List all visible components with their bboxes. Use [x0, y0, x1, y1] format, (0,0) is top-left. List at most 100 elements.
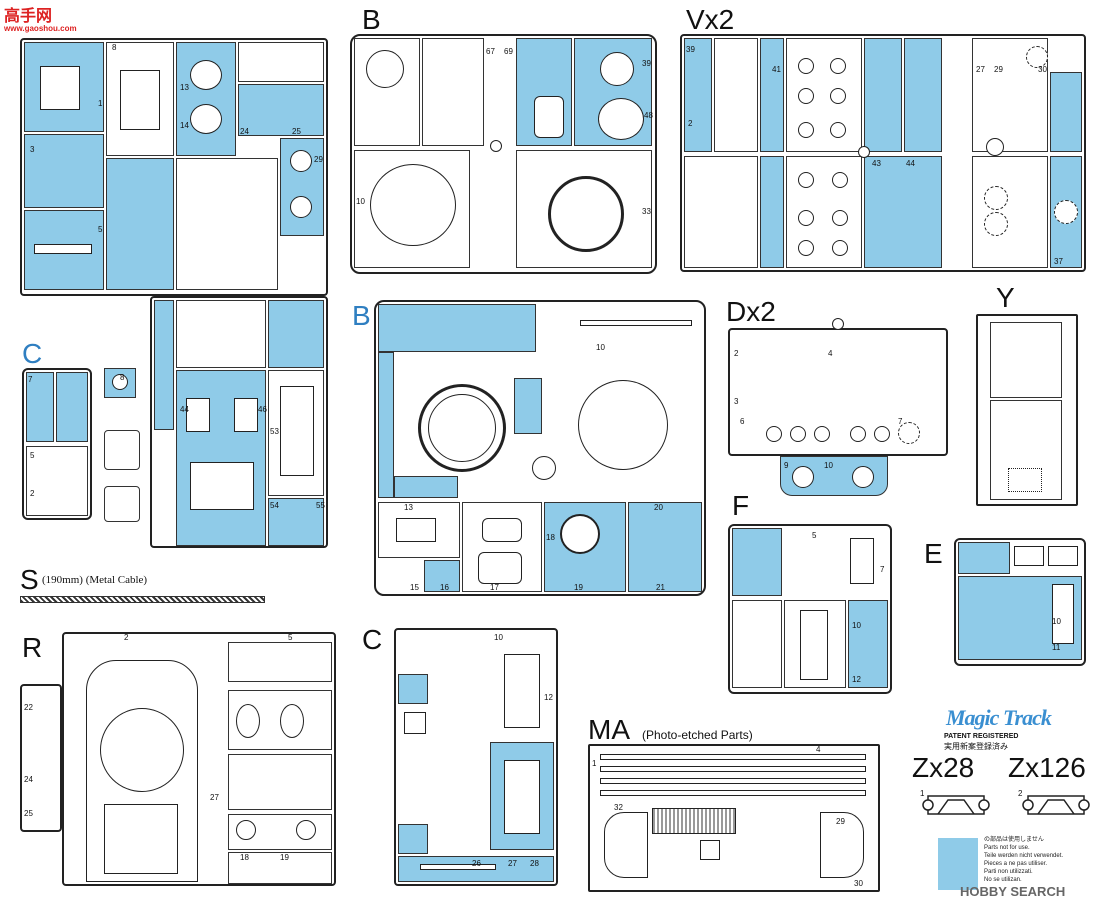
road-wheel — [798, 122, 814, 138]
commander-hatch — [560, 514, 600, 554]
sprue-vx2-cell — [684, 38, 712, 152]
sprue-a-part — [290, 150, 312, 172]
turret-ring-part — [600, 52, 634, 86]
turret-ring-part — [548, 176, 624, 252]
sprue-a-cell — [176, 42, 236, 156]
part-number: 5 — [812, 531, 817, 540]
ma-part — [700, 840, 720, 860]
sprue-vx2-cell — [786, 156, 862, 268]
part-number: 27 — [210, 793, 219, 802]
part-number: 30 — [1038, 65, 1047, 74]
sprue-a-part — [34, 244, 92, 254]
sprue-r-cell — [228, 754, 332, 810]
sprue-c-part — [112, 374, 128, 390]
sprue-vx2-cell — [904, 38, 942, 152]
road-wheel — [832, 210, 848, 226]
part-number: 8 — [120, 373, 125, 382]
sprue-e-part — [1048, 546, 1078, 566]
sprue-vx2-cell — [972, 156, 1048, 268]
sprue-b-mid-part — [396, 518, 436, 542]
legend-line: Pieces a ne pas utiliser. — [984, 861, 1048, 867]
legend-line: Parti non utilizzati. — [984, 869, 1033, 875]
sprue-vx2-cell — [760, 156, 784, 268]
part-number: 29 — [836, 817, 845, 826]
part-number: 24 — [24, 775, 33, 784]
sprue-hub — [532, 456, 556, 480]
sprue-f-part — [850, 538, 874, 584]
part-number: 55 — [316, 501, 325, 510]
sprue-b-mid-part — [482, 518, 522, 542]
sprue-label-ma: MA — [588, 714, 630, 745]
part-number: 3 — [30, 145, 35, 154]
turret-ring-part — [428, 394, 496, 462]
part-number: 13 — [404, 503, 413, 512]
idler-wheel — [852, 466, 874, 488]
sprue-f-cell — [848, 600, 888, 688]
road-wheel — [874, 426, 890, 442]
sprue-a-part — [190, 60, 222, 90]
road-wheel — [830, 88, 846, 104]
part-number: 10 — [824, 461, 833, 470]
sprue-b-mid-cell — [628, 502, 702, 592]
road-wheel — [830, 58, 846, 74]
sprue-e-part — [1014, 546, 1044, 566]
idler-wheel — [986, 138, 1004, 156]
ma-strip — [600, 778, 866, 784]
patent-registered: PATENT REGISTERED — [944, 733, 1019, 740]
sprue-f-cell — [732, 600, 782, 688]
sprue-b-mid-cell — [378, 304, 536, 352]
road-wheel — [798, 210, 814, 226]
part-number: 10 — [852, 621, 861, 630]
metal-cable — [20, 596, 265, 603]
turret-part — [370, 164, 456, 246]
track-link-zx28 — [922, 795, 990, 815]
sprue-label-c-bottom: C — [362, 624, 383, 655]
sprue-c-cell — [26, 446, 88, 516]
sprue-a-part — [280, 386, 314, 476]
sprue-a-cell — [268, 300, 324, 368]
sprue-b-mid-part — [478, 552, 522, 584]
part-number: 41 — [772, 65, 781, 74]
sprue-b-mid-cell — [514, 378, 542, 434]
sprue-r-part — [280, 704, 304, 738]
sprocket-wheel — [1054, 200, 1078, 224]
sprue-a-part — [234, 398, 258, 432]
sprue-vx2-cell — [760, 38, 784, 152]
sprue-c-bottom-part — [504, 760, 540, 834]
part-number: 2 — [734, 349, 739, 358]
sprue-hub — [832, 318, 844, 330]
sprue-vx2-cell — [714, 38, 758, 152]
part-number: 9 — [784, 461, 789, 470]
part-number: 29 — [994, 65, 1003, 74]
part-number: 8 — [112, 43, 117, 52]
part-number: 69 — [504, 47, 513, 56]
part-number: 5 — [288, 633, 293, 642]
legend-unused-swatch — [938, 838, 978, 890]
sprue-r-side — [20, 684, 62, 832]
sprue-r-cell — [228, 852, 332, 884]
sprue-b-mid-cell — [424, 560, 460, 592]
zx126-label: Zx126 — [1008, 752, 1086, 783]
part-number: 39 — [642, 59, 651, 68]
part-number: 18 — [546, 533, 555, 542]
part-number: 11 — [1052, 643, 1061, 652]
ma-fender — [820, 812, 864, 878]
sprue-vx2-cell — [864, 156, 942, 268]
sprue-c-bottom-part — [420, 864, 496, 870]
sprue-label-c-left: C — [22, 338, 43, 369]
sprue-a-cell — [24, 134, 104, 208]
ma-note: (Photo-etched Parts) — [642, 728, 753, 742]
part-number: 28 — [530, 859, 539, 868]
road-wheel — [798, 240, 814, 256]
turret-ring-part — [598, 98, 644, 140]
sprue-label-r: R — [22, 632, 43, 663]
road-wheel — [790, 426, 806, 442]
road-wheel — [766, 426, 782, 442]
part-number: 22 — [24, 703, 33, 712]
part-number: 10 — [1052, 617, 1061, 626]
sprue-label-dx2: Dx2 — [726, 296, 776, 327]
ma-strip — [600, 766, 866, 772]
sprue-c-bottom-part — [504, 654, 540, 728]
part-number: 46 — [258, 405, 267, 414]
part-number: 12 — [544, 693, 553, 702]
